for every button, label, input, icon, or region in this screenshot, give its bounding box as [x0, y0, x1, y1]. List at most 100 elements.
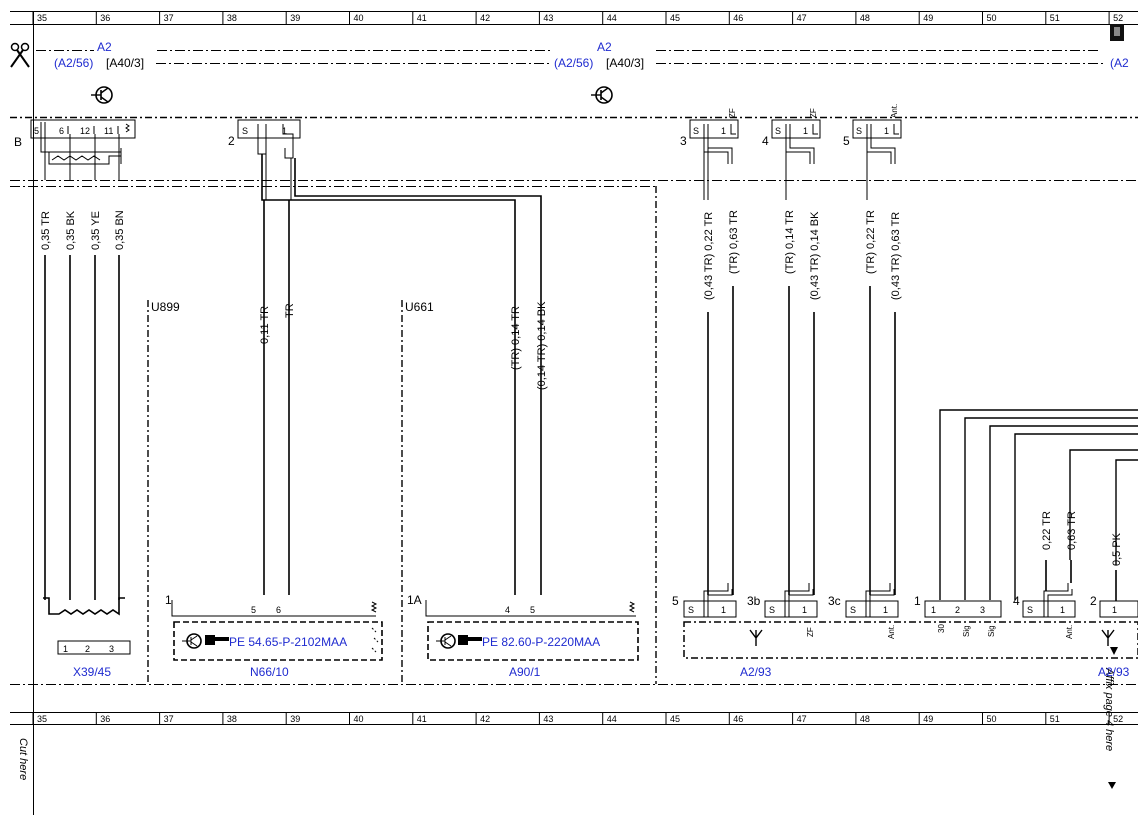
- svg-text:5: 5: [530, 605, 535, 615]
- a2-left-label: A2: [97, 40, 112, 54]
- svg-text:S: S: [693, 126, 699, 136]
- a2-right-ref: (A2: [1110, 56, 1129, 70]
- svg-text:0,35 YE: 0,35 YE: [90, 211, 102, 250]
- svg-text:0,22 TR: 0,22 TR: [1041, 511, 1053, 550]
- svg-text:11: 11: [104, 126, 113, 136]
- bottom-ruler-label: 41: [417, 714, 427, 724]
- svg-text:0,35 BK: 0,35 BK: [65, 210, 77, 250]
- svg-text:1: 1: [165, 593, 172, 607]
- svg-text:ZF: ZF: [728, 108, 737, 118]
- top-ruler-label: 43: [543, 13, 553, 23]
- svg-text:(TR) 0,63 TR: (TR) 0,63 TR: [728, 210, 740, 274]
- svg-text:S: S: [1027, 605, 1033, 615]
- bottom-ruler-label: 44: [607, 714, 617, 724]
- svg-text:6: 6: [59, 126, 64, 136]
- svg-text:0,35 BN: 0,35 BN: [114, 210, 126, 250]
- svg-text:(0,43 TR) 0,22 TR: (0,43 TR) 0,22 TR: [703, 212, 715, 300]
- a2-mid-ref: (A2/56): [554, 56, 593, 70]
- svg-text:2: 2: [1090, 594, 1097, 608]
- top-ruler-label: 38: [227, 13, 237, 23]
- svg-text:1A: 1A: [407, 593, 422, 607]
- svg-text:3: 3: [109, 644, 114, 654]
- svg-text:(TR) 0,14 TR: (TR) 0,14 TR: [784, 210, 796, 274]
- transistor-icon: [591, 86, 613, 104]
- pointing-hand-icon: [205, 635, 229, 645]
- a90-1-label: A90/1: [509, 665, 541, 679]
- top-ruler-label: 36: [100, 13, 110, 23]
- a2-mid-label: A2: [597, 40, 612, 54]
- svg-text:Ant.: Ant.: [887, 625, 896, 639]
- svg-text:S: S: [856, 126, 862, 136]
- bottom-ruler-label: 47: [797, 714, 807, 724]
- a2-header: A2 (A2/56) [A40/3] A2 (A2/56) [A40/3] (A…: [10, 40, 1138, 187]
- svg-text:4: 4: [505, 605, 510, 615]
- svg-text:(0,43 TR) 0,14 BK: (0,43 TR) 0,14 BK: [809, 211, 821, 300]
- svg-text:Ant.: Ant.: [1065, 625, 1074, 639]
- top-ruler-label: 42: [480, 13, 490, 23]
- bottom-ruler-label: 51: [1050, 714, 1060, 724]
- svg-text:(TR) 0,22 TR: (TR) 0,22 TR: [865, 210, 877, 274]
- svg-text:1: 1: [884, 126, 889, 136]
- bottom-ruler-label: 45: [670, 714, 680, 724]
- n66-10-ref: PE 54.65-P-2102MAA: [229, 635, 347, 649]
- svg-text:5: 5: [251, 605, 256, 615]
- top-ruler-label: 52: [1113, 13, 1123, 23]
- svg-text:S: S: [769, 605, 775, 615]
- svg-text:TR: TR: [284, 303, 296, 318]
- u661-label: U661: [405, 300, 434, 314]
- top-ruler-label: 48: [860, 13, 870, 23]
- svg-text:4: 4: [762, 134, 769, 148]
- svg-text:2: 2: [955, 605, 960, 615]
- bottom-ruler-label: 46: [733, 714, 743, 724]
- bottom-ruler-label: 39: [290, 714, 300, 724]
- svg-text:0,63 TR: 0,63 TR: [1066, 511, 1078, 550]
- svg-text:3b: 3b: [747, 594, 761, 608]
- a2-93-label-right: A2/93: [1098, 665, 1130, 679]
- bottom-ruler-label: 50: [987, 714, 997, 724]
- top-ruler-label: 46: [733, 13, 743, 23]
- bottom-ruler-label: 48: [860, 714, 870, 724]
- bottom-ruler-label: 49: [923, 714, 933, 724]
- top-ruler-label: 44: [607, 13, 617, 23]
- svg-text:S: S: [688, 605, 694, 615]
- bottom-ruler-label: 40: [354, 714, 364, 724]
- svg-text:1: 1: [931, 605, 936, 615]
- top-ruler-label: 35: [37, 13, 47, 23]
- svg-text:0,5 PK: 0,5 PK: [1111, 532, 1123, 566]
- top-ruler-label: 49: [923, 13, 933, 23]
- svg-text:30: 30: [937, 624, 946, 633]
- affix-arrow-icon: [1108, 782, 1116, 789]
- svg-text:1: 1: [1112, 605, 1117, 615]
- connector-5: 5 S 1 Ant. (TR) 0,22 TR (0,43 TR) 0,63 T…: [843, 104, 902, 595]
- connector-2: 2 S 1 0,11 TR TR: [228, 119, 542, 595]
- svg-text:5: 5: [34, 126, 39, 136]
- svg-text:1: 1: [914, 594, 921, 608]
- scissors-icon: [10, 42, 30, 68]
- a2-mid-ref2: [A40/3]: [606, 56, 644, 70]
- pointing-hand-icon: [458, 635, 482, 645]
- top-ruler-label: 45: [670, 13, 680, 23]
- svg-text:6: 6: [276, 605, 281, 615]
- connector-3: 3 S 1 ZF (0,43 TR) 0,22 TR (TR) 0,63 TR: [680, 108, 740, 595]
- x39-45-label: X39/45: [73, 665, 111, 679]
- svg-text:0,11 TR: 0,11 TR: [259, 306, 271, 344]
- svg-text:1: 1: [803, 126, 808, 136]
- n66-10-module: 1 5 6 PE 54.65-P-2102MAA N66/10: [165, 593, 383, 679]
- svg-text:3: 3: [680, 134, 687, 148]
- svg-text:S: S: [242, 126, 248, 136]
- top-ruler-label: 40: [354, 13, 364, 23]
- bottom-ruler-label: 42: [480, 714, 490, 724]
- a2-left-ref: (A2/56): [54, 56, 93, 70]
- u899-label: U899: [151, 300, 180, 314]
- a2-93-module: 5 S 1 3b S 1 ZF 3c S 1 Ant. 1 1 2 3 30 S…: [672, 511, 1138, 679]
- a90-1-ref: PE 82.60-P-2220MAA: [482, 635, 600, 649]
- bottom-ruler-label: 52: [1113, 714, 1123, 724]
- svg-text:1: 1: [282, 126, 287, 136]
- n66-10-label: N66/10: [250, 665, 289, 679]
- transistor-icon: [182, 633, 202, 649]
- svg-text:0,35 TR: 0,35 TR: [40, 211, 52, 250]
- svg-text:ZF: ZF: [806, 627, 815, 637]
- svg-text:Ant.: Ant.: [890, 104, 899, 118]
- a2-left-ref2: [A40/3]: [106, 56, 144, 70]
